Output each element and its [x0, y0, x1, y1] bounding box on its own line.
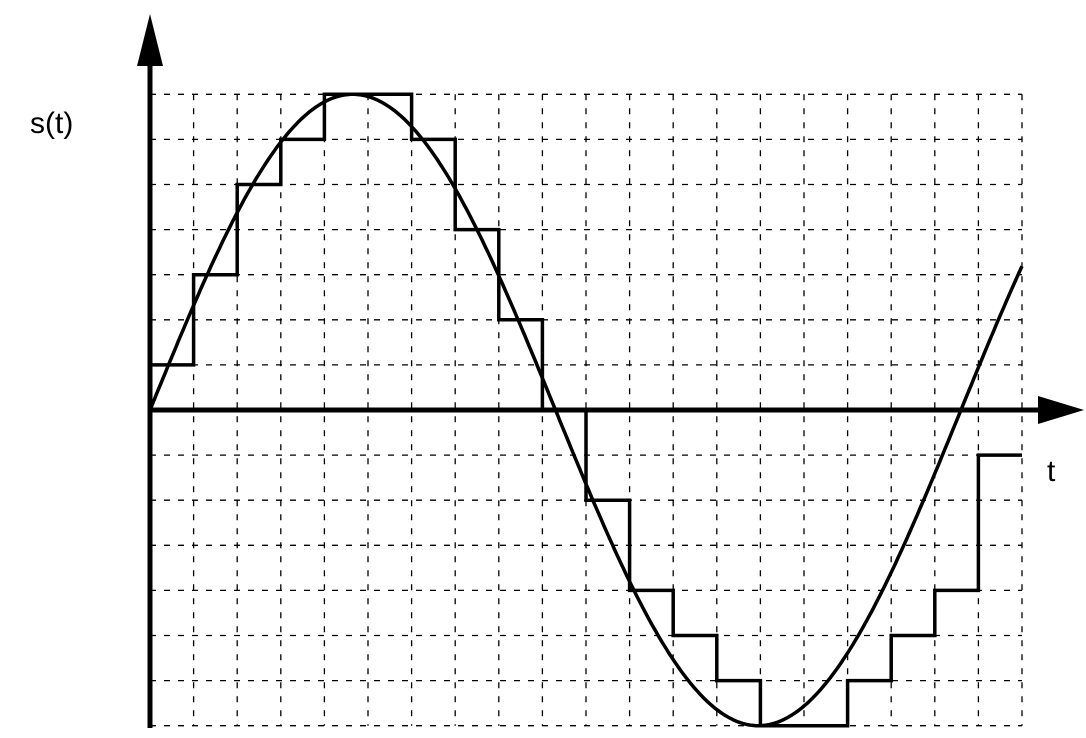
plot-area: [148, 92, 1024, 728]
y-axis-arrow: [137, 14, 163, 66]
x-axis-label: t: [1047, 455, 1056, 488]
y-axis-label: s(t): [30, 107, 73, 140]
x-axis-arrow: [1038, 396, 1084, 424]
axes: [137, 14, 1084, 728]
quantized-step-line: [148, 92, 1022, 728]
